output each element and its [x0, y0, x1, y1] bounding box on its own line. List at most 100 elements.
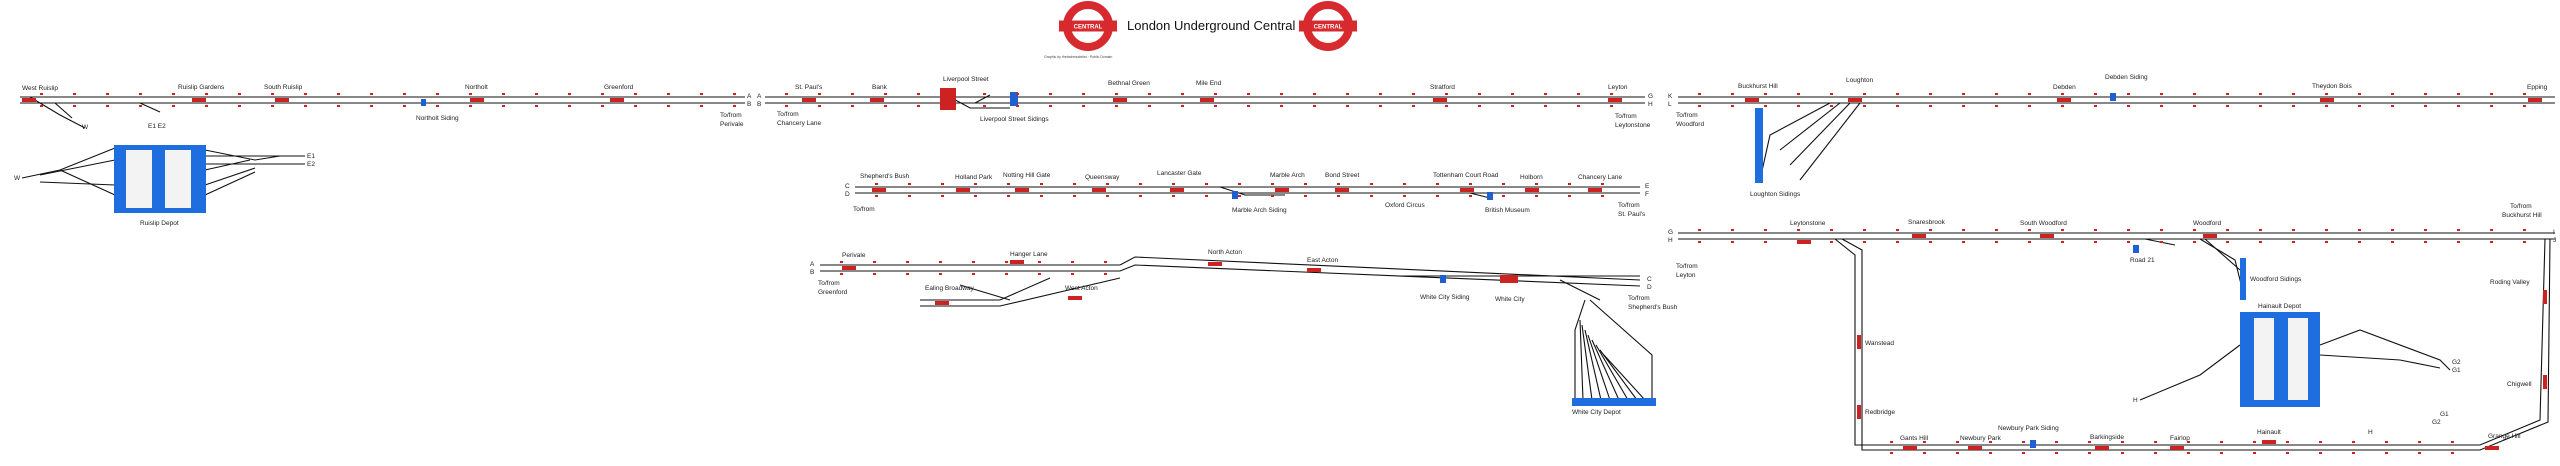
signal-marker	[1863, 105, 1866, 107]
signal-marker	[1469, 195, 1472, 197]
signal-marker	[1956, 441, 1959, 443]
signal-marker	[1568, 183, 1571, 185]
signal-marker	[2325, 241, 2328, 243]
signal-marker	[1962, 105, 1965, 107]
signal-marker	[1544, 93, 1547, 95]
signal-marker	[1830, 105, 1833, 107]
signal-marker	[1995, 105, 1998, 107]
station-loughton: Loughton	[1846, 77, 1873, 84]
station-wanstead: Wanstead	[1865, 340, 1894, 347]
signal-marker	[941, 195, 944, 197]
signal-marker	[1172, 195, 1175, 197]
central-section-c: Perivale Hanger Lane North Acton East Ac…	[810, 249, 1678, 416]
signal-marker	[2094, 229, 2097, 231]
signal-marker	[1214, 93, 1217, 95]
signal-marker	[2490, 93, 2493, 95]
signal-marker	[840, 273, 843, 275]
signal-marker	[2022, 441, 2025, 443]
signal-marker	[1923, 452, 1926, 454]
signal-marker	[2226, 241, 2229, 243]
signal-marker	[205, 105, 208, 107]
signal-marker	[304, 105, 307, 107]
signal-marker	[2385, 441, 2388, 443]
to-woodford: Woodford	[1676, 121, 1704, 128]
signal-marker	[1049, 105, 1052, 107]
signal-marker	[1995, 229, 1998, 231]
to-from-b-right: To/from	[1618, 202, 1640, 209]
signal-marker	[1731, 241, 1734, 243]
signal-marker	[1346, 93, 1349, 95]
station-hanger-lane: Hanger Lane	[1010, 251, 1048, 258]
code-h-east-left: H	[1668, 237, 1673, 244]
signal-marker	[2028, 105, 2031, 107]
signal-marker	[634, 105, 637, 107]
signal-marker	[1929, 241, 1932, 243]
signal-marker	[1148, 105, 1151, 107]
signal-marker	[1929, 229, 1932, 231]
station-newbury-park: Newbury Park	[1960, 435, 2002, 442]
signal-marker	[1181, 105, 1184, 107]
loop-code-h: H	[2368, 429, 2373, 436]
depot-code-h: H	[2133, 397, 2138, 404]
signal-marker	[1313, 105, 1316, 107]
signal-marker	[1995, 93, 1998, 95]
woodford-sidings-label: Woodford Sidings	[2250, 276, 2302, 283]
signal-marker	[1502, 195, 1505, 197]
signal-marker	[1797, 241, 1800, 243]
station-holland-park: Holland Park	[955, 174, 993, 181]
signal-marker	[1280, 105, 1283, 107]
signal-marker	[1863, 93, 1866, 95]
station-stratford: Stratford	[1430, 84, 1455, 91]
signal-marker	[2352, 441, 2355, 443]
signal-marker	[1896, 241, 1899, 243]
signal-marker	[2187, 452, 2190, 454]
signal-marker	[1469, 183, 1472, 185]
signal-marker	[2424, 105, 2427, 107]
station-bank: Bank	[872, 84, 888, 91]
loughton-sidings-label: Loughton Sidings	[1750, 191, 1801, 198]
signal-marker	[1379, 93, 1382, 95]
signal-marker	[172, 105, 175, 107]
signal-marker	[2193, 241, 2196, 243]
signal-marker	[2061, 241, 2064, 243]
signal-marker	[1040, 195, 1043, 197]
signal-marker	[917, 105, 920, 107]
signal-marker	[851, 93, 854, 95]
signal-marker	[2523, 241, 2526, 243]
signal-marker	[818, 105, 821, 107]
signal-marker	[2226, 105, 2229, 107]
signal-marker	[1005, 261, 1008, 263]
signal-marker	[2523, 105, 2526, 107]
road-21-label: Road 21	[2130, 257, 2155, 264]
signal-marker	[1445, 105, 1448, 107]
central-section-b: Shepherd's Bush Holland Park Notting Hil…	[845, 170, 1650, 218]
signal-marker	[2127, 241, 2130, 243]
signal-marker	[535, 93, 538, 95]
station-british-museum: British Museum	[1485, 207, 1530, 214]
signal-marker	[601, 105, 604, 107]
code-d-left: D	[845, 191, 850, 198]
station-lancaster-gate: Lancaster Gate	[1157, 170, 1202, 177]
page-title: London Underground Central Line	[1127, 18, 1324, 33]
signal-marker	[884, 93, 887, 95]
code-j-east-right: J	[2553, 237, 2556, 244]
roundel-left-text: CENTRAL	[1074, 24, 1103, 30]
signal-marker	[974, 195, 977, 197]
roundel-right-text: CENTRAL	[1314, 24, 1343, 30]
signal-marker	[2160, 229, 2163, 231]
code-a: A	[747, 93, 752, 100]
signal-marker	[1005, 273, 1008, 275]
signal-marker	[983, 105, 986, 107]
signal-marker	[1601, 195, 1604, 197]
station-woodford: Woodford	[2193, 220, 2221, 227]
signal-marker	[1731, 229, 1734, 231]
signal-marker	[2418, 452, 2421, 454]
signal-marker	[1247, 105, 1250, 107]
signal-marker	[1797, 229, 1800, 231]
signal-marker	[370, 93, 373, 95]
to-buckhurst-hill: Buckhurst Hill	[2502, 212, 2542, 219]
signal-marker	[1698, 229, 1701, 231]
station-chancery-lane: Chancery Lane	[1578, 174, 1622, 181]
signal-marker	[1764, 105, 1767, 107]
signal-marker	[205, 93, 208, 95]
